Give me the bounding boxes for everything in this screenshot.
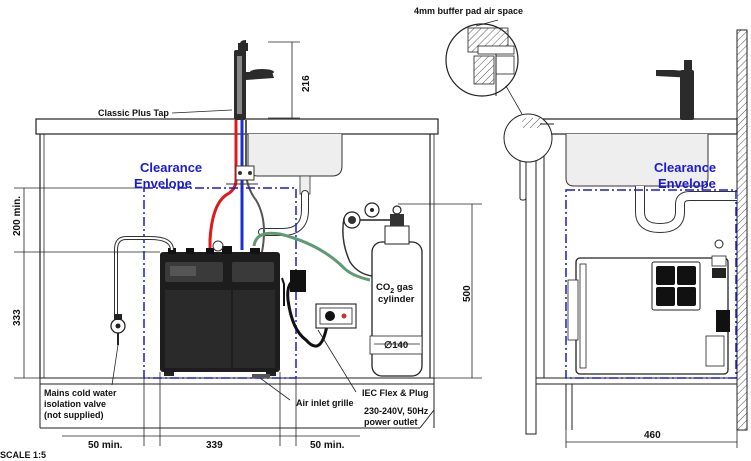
gas-hose [252,231,371,282]
power-cable [286,278,332,348]
dimension-lines [14,41,482,446]
clearance-label-front-1: Clearance [140,160,202,175]
power-label-2: power outlet [364,417,418,427]
dim-unit-height: 333 [12,309,23,326]
clearance-label-side-1: Clearance [654,160,716,175]
cabinet-floor [39,377,435,385]
dim-right-gap: 50 min. [310,440,345,451]
isolation-valve [110,314,126,345]
diameter-label: ∅140 [384,340,408,351]
clearance-label-front-2: Envelope [134,176,192,191]
dim-cylinder-height: 500 [462,285,473,302]
power-outlet [315,303,357,329]
dim-left-gap: 50 min. [88,440,123,451]
scale-label: SCALE 1:5 [0,450,46,460]
cylinder-label: cylinder [378,294,415,305]
mains-label-1: Mains cold water [44,388,117,398]
side-view [519,29,748,448]
detail-callout-large [445,19,519,97]
dim-unit-width: 339 [206,440,223,451]
power-label-1: 230-240V, 50Hz [364,406,429,416]
chiller-boiler-unit [160,240,280,376]
worktop-side [535,118,738,135]
dim-side-depth: 460 [644,430,661,441]
iec-label: IEC Flex & Plug [362,388,429,398]
classic-plus-tap [234,40,274,120]
mains-label-2: isolation valve [44,399,106,409]
buffer-label: 4mm buffer pad air space [414,6,523,16]
sink-bowl [247,134,343,177]
clearance-label-side-2: Envelope [658,176,716,191]
co2-label: CO2 gas [376,282,413,295]
clearance-envelope-side [565,189,737,379]
air-inlet-label: Air inlet grille [296,398,354,408]
tap-label: Classic Plus Tap [98,108,169,118]
dim-tap-height: 216 [301,75,312,92]
tap-side-view [656,60,694,120]
mains-label-3: (not supplied) [44,410,104,420]
dim-top-gap: 200 min. [12,196,23,236]
co2-cylinder [343,202,423,377]
air-inlet-grille [252,374,270,378]
unit-side [567,239,730,375]
front-view [35,40,439,429]
